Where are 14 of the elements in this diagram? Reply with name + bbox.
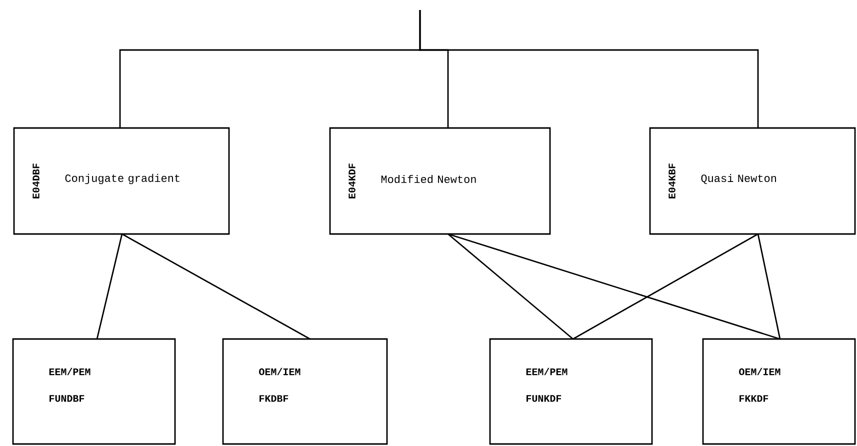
connector-line bbox=[572, 233, 758, 340]
connector-line bbox=[757, 234, 781, 340]
connector-line bbox=[448, 233, 780, 340]
connector-line bbox=[419, 10, 759, 128]
process-box: E04DBF Conjugate gradient bbox=[13, 127, 230, 235]
connector-line bbox=[96, 234, 123, 340]
process-box: E04KDF Modified Newton bbox=[329, 127, 551, 235]
connector-line bbox=[448, 233, 574, 340]
process-box: OEM/IEM FKDBF bbox=[222, 338, 388, 445]
process-box: OEM/IEM FKKDF bbox=[702, 338, 856, 445]
process-box: EEM/PEM FUNDBF bbox=[12, 338, 176, 445]
process-box: EEM/PEM FUNKDF bbox=[489, 338, 653, 445]
connector-line bbox=[122, 233, 310, 340]
process-box: E04KBF Quasi Newton bbox=[649, 127, 856, 235]
